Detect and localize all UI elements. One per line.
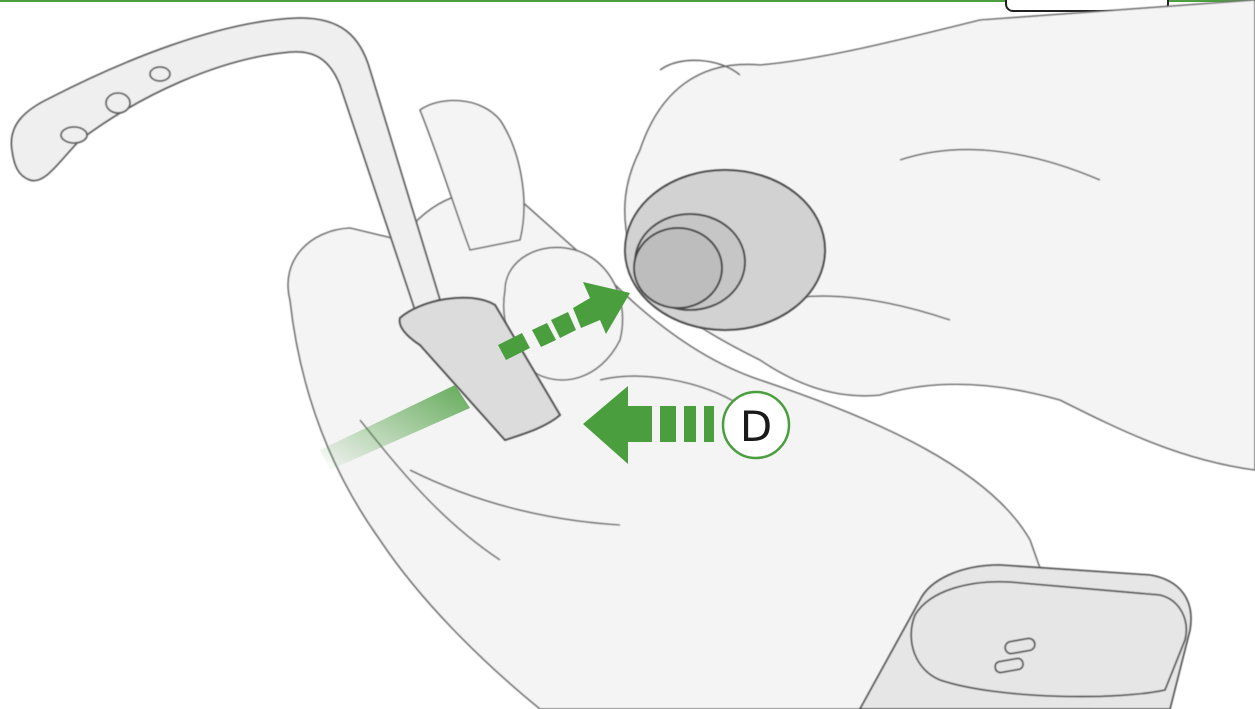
step-callout-label: D [740,402,772,451]
cap-sketch [625,170,825,330]
step-callout: D [723,392,789,458]
